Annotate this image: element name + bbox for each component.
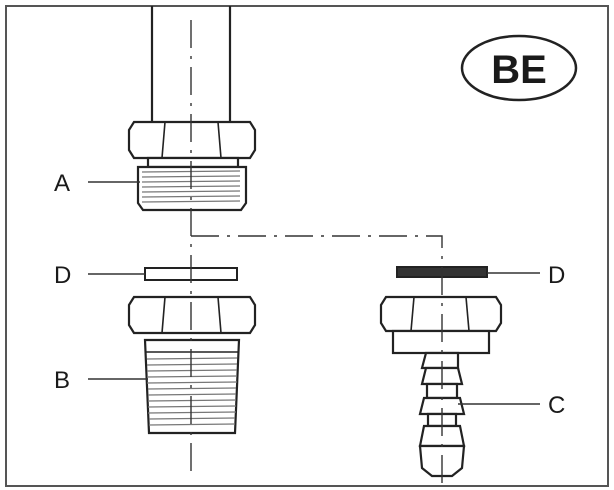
lower-nut-fitting [127, 295, 257, 435]
upper-nut-fitting [127, 120, 257, 212]
label-a: A [54, 170, 70, 197]
label-b: B [54, 367, 70, 394]
label-d-left: D [54, 262, 71, 289]
thread-b [146, 357, 238, 426]
be-badge-text: BE [491, 48, 547, 92]
diagram-frame [5, 5, 609, 487]
label-c: C [548, 392, 565, 419]
pipe [150, 6, 232, 122]
center-axes [190, 20, 443, 484]
label-d-right: D [548, 262, 565, 289]
hose-nut-fitting [379, 295, 503, 478]
be-badge: BE [460, 34, 578, 102]
